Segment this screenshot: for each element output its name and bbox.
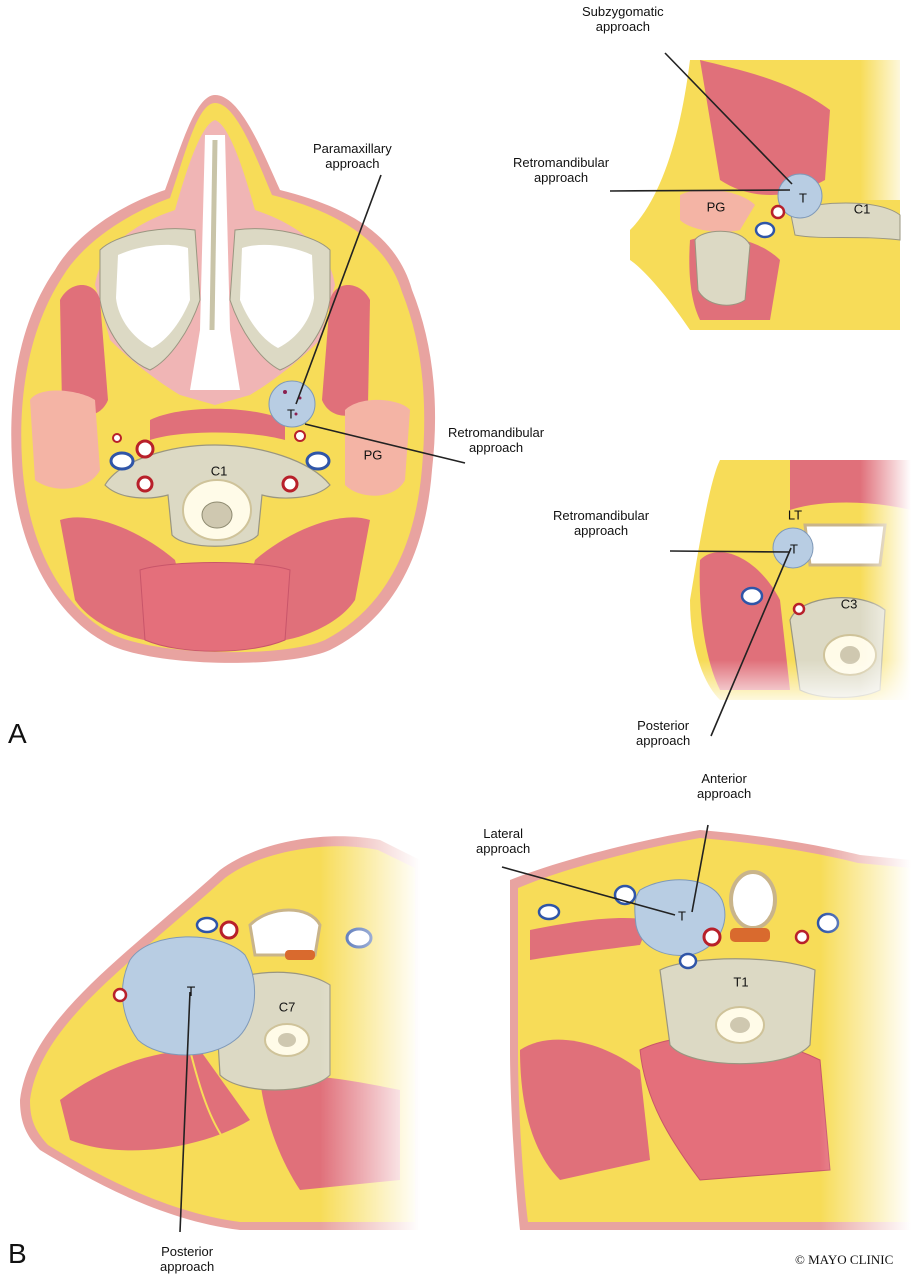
label-line: Posterior xyxy=(637,718,690,733)
label-line: Anterior xyxy=(701,771,747,786)
label-line: Lateral xyxy=(483,826,523,841)
t1-label: T1 xyxy=(733,974,749,990)
label-line: approach xyxy=(468,440,524,455)
label-line: approach xyxy=(325,156,380,171)
label-line: approach xyxy=(160,1259,215,1274)
label-retromandibular-approach-lower-right: Retromandibular approach xyxy=(553,508,649,538)
label-line: Retromandibular xyxy=(553,508,650,523)
label-posterior-approach-b: Posterior approach xyxy=(160,1244,214,1274)
panel-label-b: B xyxy=(8,1238,27,1269)
label-lateral-approach: Lateral approach xyxy=(476,826,530,856)
tumor-label-c7-section: T xyxy=(186,983,196,999)
tumor-label-upper-right: T xyxy=(799,190,807,206)
copyright-notice: © MAYO CLINIC xyxy=(795,1252,894,1267)
label-anterior-approach: Anterior approach xyxy=(697,771,751,801)
label-line: Subzygomatic xyxy=(582,4,664,19)
tumor-label-lower-right: T xyxy=(790,541,798,557)
lt-label: LT xyxy=(787,507,803,523)
section-b-right xyxy=(510,830,911,1230)
tumor-label-head: T xyxy=(287,406,295,422)
label-line: Posterior xyxy=(161,1244,214,1259)
panel-label-a: A xyxy=(8,718,27,749)
label-line: approach xyxy=(595,19,650,34)
section-a-lower-right xyxy=(690,460,911,710)
label-line: approach xyxy=(636,733,691,748)
label-line: approach xyxy=(697,786,752,801)
label-line: approach xyxy=(573,523,629,538)
c1-label-head: C1 xyxy=(210,463,228,479)
label-line: Retromandibular xyxy=(448,425,545,440)
section-b-left xyxy=(20,830,420,1230)
c7-label: C7 xyxy=(278,999,296,1015)
c1-label-upper-right: C1 xyxy=(853,201,871,217)
label-line: approach xyxy=(533,170,589,185)
label-posterior-approach-a: Posterior approach xyxy=(636,718,690,748)
label-line: Retromandibular xyxy=(513,155,610,170)
label-line: Paramaxillary xyxy=(313,141,392,156)
label-line: approach xyxy=(476,841,531,856)
section-a-upper-right xyxy=(630,60,911,330)
label-retromandibular-approach-upper-right: Retromandibular approach xyxy=(513,155,609,185)
leader-lines xyxy=(179,52,793,1233)
section-a-head xyxy=(11,95,436,663)
parotid-label-upper-right: PG xyxy=(706,199,726,215)
tumor-label-t1-section: T xyxy=(678,908,686,924)
c3-label: C3 xyxy=(840,596,858,612)
label-paramaxillary-approach: Paramaxillary approach xyxy=(313,141,392,171)
label-subzygomatic-approach: Subzygomatic approach xyxy=(582,4,664,34)
label-retromandibular-approach-a: Retromandibular approach xyxy=(448,425,544,455)
parotid-label-head: PG xyxy=(363,447,383,463)
